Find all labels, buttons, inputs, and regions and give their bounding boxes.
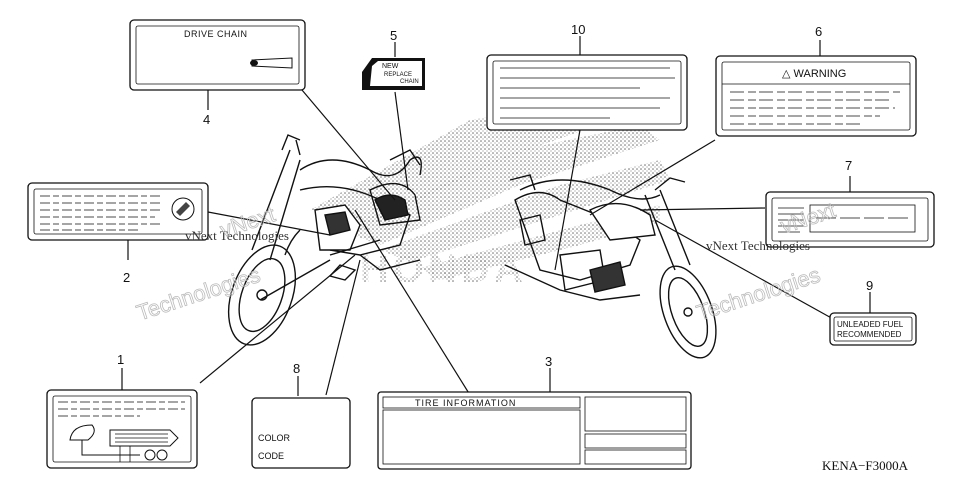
label-7 [765, 191, 935, 248]
callout-7: 7 [845, 158, 852, 173]
callout-6: 6 [815, 24, 822, 39]
label-10 [486, 54, 688, 131]
diagram-code: KENA−F3000A [822, 458, 909, 473]
color-text: COLOR [258, 433, 291, 443]
callout-3: 3 [545, 354, 552, 369]
chain-text: CHAIN [400, 79, 419, 85]
watermark-company-right: vNext Technologies [706, 238, 810, 253]
label-drive-chain: DRIVE CHAIN [129, 19, 306, 91]
label-2 [27, 182, 209, 241]
callout-5: 5 [390, 28, 397, 43]
callout-4: 4 [203, 112, 210, 127]
motorcycle-right-illustration [504, 174, 717, 359]
label-color-code: COLOR CODE [251, 397, 351, 469]
warning-text: △ WARNING [782, 68, 846, 80]
svg-text:HONDA: HONDA [360, 247, 527, 291]
label-1 [46, 389, 198, 469]
callout-8: 8 [293, 361, 300, 376]
drive-chain-text: DRIVE CHAIN [184, 29, 248, 39]
label-unleaded-fuel: UNLEADED FUEL RECOMMENDED [829, 312, 917, 346]
unleaded-text: UNLEADED FUEL [837, 320, 904, 329]
label-warning: △ WARNING [715, 55, 917, 137]
motorcycle-left-illustration [227, 134, 422, 346]
label-tire-information: TIRE INFORMATION [377, 391, 692, 470]
leader-lines [121, 36, 871, 396]
tire-info-text: TIRE INFORMATION [415, 398, 516, 408]
callout-9: 9 [866, 278, 873, 293]
callout-numbers: 1 2 3 4 5 6 7 8 9 10 [117, 22, 873, 376]
watermark-word2-right: Technologies [693, 262, 823, 325]
watermark-company-left: vNext Technologies [185, 228, 289, 243]
new-text: NEW [382, 63, 399, 70]
replace-text: REPLACE [384, 72, 412, 78]
callout-2: 2 [123, 270, 130, 285]
code-text: CODE [258, 451, 284, 461]
label-replace-chain: NEW REPLACE CHAIN [362, 58, 425, 90]
watermark-word2-left: Technologies [133, 262, 263, 325]
recommended-text: RECOMMENDED [837, 330, 902, 339]
callout-10: 10 [571, 22, 585, 37]
callout-1: 1 [117, 352, 124, 367]
